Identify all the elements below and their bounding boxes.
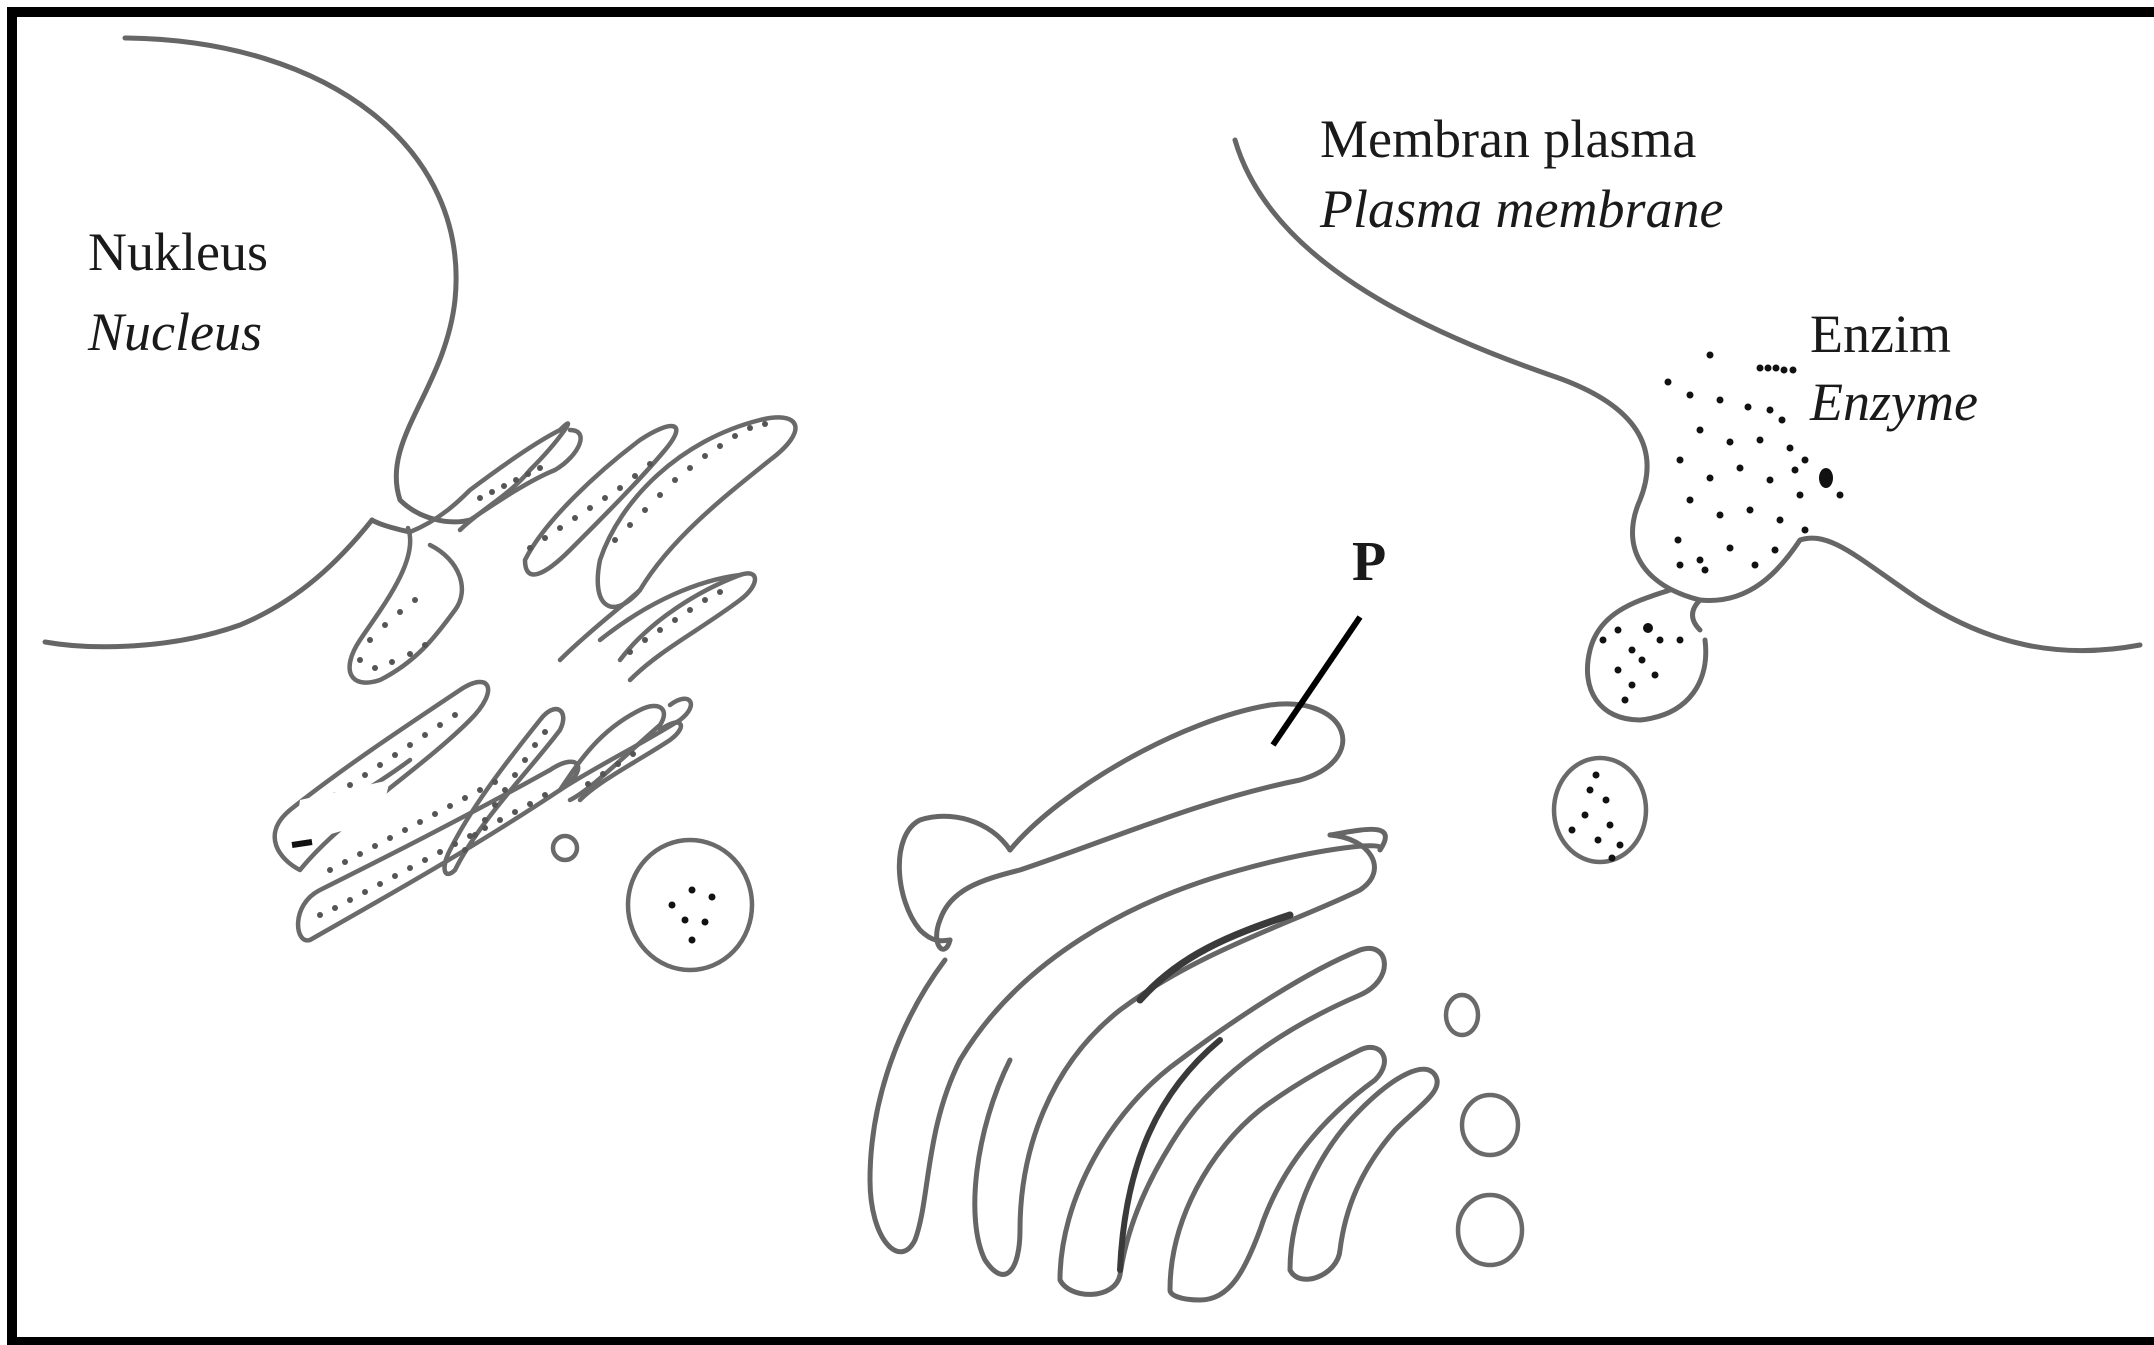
nucleus-envelope-gap xyxy=(372,520,410,532)
label-nucleus-malay: Nukleus xyxy=(88,222,268,282)
label-enzyme-malay: Enzim xyxy=(1810,304,1951,364)
golgi-apparatus xyxy=(870,704,1522,1300)
secretory-vesicle xyxy=(1600,623,1684,704)
p-pointer-line xyxy=(1273,617,1360,745)
secretory-bulge xyxy=(1587,590,1705,720)
label-enzyme-english: Enzyme xyxy=(1809,372,1978,432)
rough-endoplasmic-reticulum xyxy=(275,417,796,940)
enzyme-vesicle xyxy=(1554,758,1646,862)
label-nucleus-english: Nucleus xyxy=(87,302,262,362)
small-vesicle xyxy=(553,836,577,860)
label-membrane-english: Plasma membrane xyxy=(1319,179,1723,239)
diagram-frame xyxy=(12,12,2154,1342)
label-membrane-malay: Membran plasma xyxy=(1320,109,1696,169)
label-p: P xyxy=(1352,531,1386,593)
transport-vesicle xyxy=(628,840,752,970)
